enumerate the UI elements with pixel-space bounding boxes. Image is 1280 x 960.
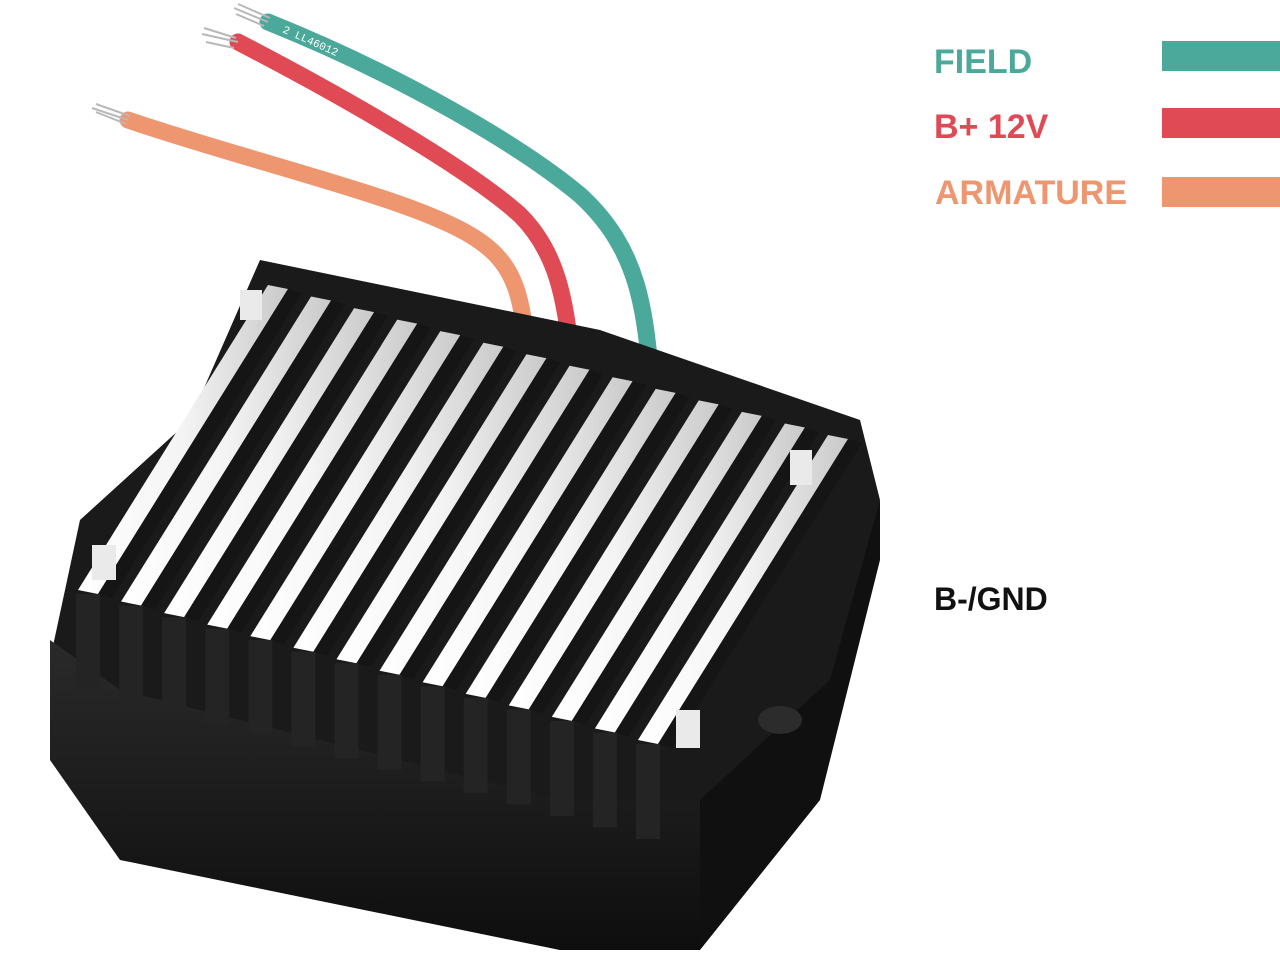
heat-sink-fin-gap <box>184 312 389 622</box>
heat-sink-fin <box>121 296 332 606</box>
heat-sink-fin <box>250 331 461 641</box>
heat-sink-fin-gap <box>614 427 819 737</box>
field-wire-strands <box>233 3 271 27</box>
heat-sink-fin-gap <box>485 392 690 702</box>
heat-sink-fin <box>164 308 375 618</box>
heat-sink-fin-gap <box>270 335 475 645</box>
heat-sink-fin-front <box>334 663 359 759</box>
heat-sink-fin-gap <box>528 404 733 714</box>
heat-sink-fin-gap <box>313 346 518 656</box>
heat-sink-fin-front <box>119 605 144 701</box>
heat-sink-fin <box>422 377 633 687</box>
heat-sink-fin <box>594 423 805 733</box>
heat-sink-fin-front <box>248 640 273 736</box>
heat-sink-fin <box>336 354 547 664</box>
heat-sink-fin-front <box>291 651 316 747</box>
heat-sink-fin-front <box>420 686 445 782</box>
mounting-tabs <box>92 290 812 748</box>
heat-sink-fin-front <box>463 697 488 793</box>
heat-sink-fin-gap <box>356 358 561 668</box>
heat-sink-fin-front <box>636 744 660 839</box>
heat-sink-fin-front <box>162 617 187 713</box>
armature-wire <box>119 111 537 369</box>
heat-sink-fin-gap <box>571 415 776 725</box>
heat-sink-fin <box>465 388 676 698</box>
field-color-swatch <box>1162 41 1280 71</box>
heat-sink-fin-gap <box>227 323 432 633</box>
tab-left-bottom <box>92 545 116 580</box>
armature-label: ARMATURE <box>935 174 1128 212</box>
heat-sink-fin <box>78 285 288 594</box>
tab-right-bottom <box>676 710 700 748</box>
heat-sink-fin-gap <box>658 439 862 748</box>
tab-right-top <box>790 450 812 485</box>
heat-sink-fin-gap <box>442 381 647 691</box>
b-plus-color-swatch <box>1162 108 1280 138</box>
armature-color-swatch <box>1162 177 1280 207</box>
heat-sink-fin-gap <box>141 300 346 610</box>
b-plus-wire <box>229 33 581 369</box>
heat-sink-fin-front <box>76 594 100 689</box>
field-wire <box>259 13 661 399</box>
heat-sink-fin <box>508 400 719 710</box>
field-label: FIELD <box>934 43 1033 81</box>
b-plus-wire-strands <box>201 27 239 49</box>
ground-label: B-/GND <box>934 581 1048 617</box>
heat-sink-fin-front <box>506 709 531 805</box>
armature-wire-strands <box>91 103 131 125</box>
heat-sink-fin <box>207 319 418 629</box>
heat-sink-fin <box>551 411 762 721</box>
heat-sink-fin-front <box>205 628 230 724</box>
mounting-hole <box>758 706 802 734</box>
heat-sink-fin <box>379 365 590 675</box>
b-plus-label: B+ 12V <box>934 108 1049 146</box>
heat-sink-fin <box>638 435 848 744</box>
heat-sink-fin-front <box>377 674 402 770</box>
tab-left-top <box>240 290 262 320</box>
heat-sink-fin <box>293 342 504 652</box>
heat-sink-fin-front <box>549 720 574 816</box>
heat-sink-fin-gap <box>399 369 604 679</box>
heat-sink-fin-gap <box>98 289 302 598</box>
heat-sink-fins <box>76 285 862 839</box>
heat-sink-fin-front <box>592 732 617 828</box>
